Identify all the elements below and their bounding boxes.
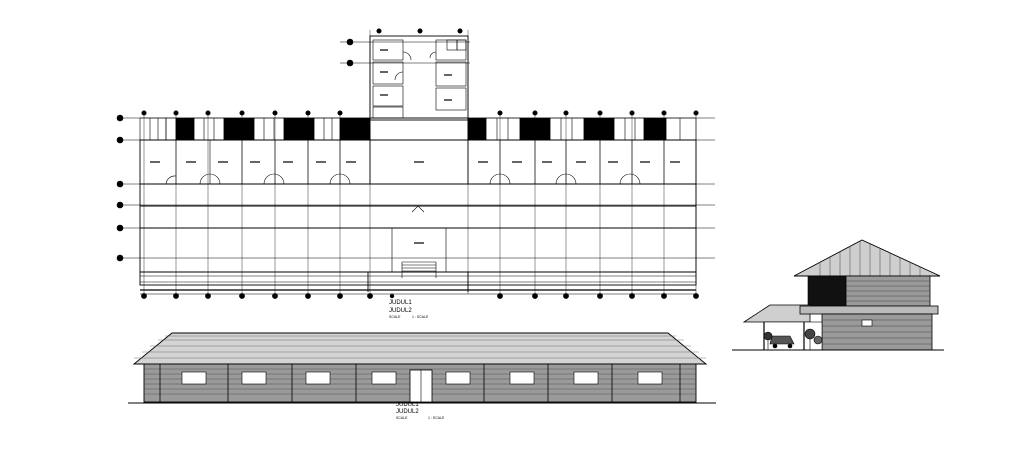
grid-bubbles-left xyxy=(116,38,354,262)
front-columns xyxy=(159,364,681,402)
entrance-stairs xyxy=(391,227,447,278)
room-label-dashes xyxy=(150,49,680,244)
plan-title-block: JUDUL1 JUDUL2 SCALE 1 : SCALE xyxy=(389,293,429,319)
plan-scale-value: 1 : SCALE xyxy=(412,315,429,319)
elevation-title-block: JUDUL1 JUDUL2 SCALE 1 : SCALE xyxy=(396,402,445,420)
plan-title-marker xyxy=(389,293,395,299)
grid-bubbles-bottom xyxy=(141,293,699,299)
elevation-title-1: JUDUL1 xyxy=(396,402,419,408)
plan-outline xyxy=(139,35,697,292)
front-roof xyxy=(132,332,708,365)
plan-title-2: JUDUL2 xyxy=(389,308,412,314)
bottom-dimension-line xyxy=(140,275,696,295)
upper-roof-hatch xyxy=(819,241,921,276)
roof-hatch xyxy=(134,335,706,359)
plan-horizontal-grid-lines xyxy=(120,41,715,259)
grid-bubbles-top xyxy=(141,28,699,116)
elevation-scale-value: 1 : SCALE xyxy=(428,416,445,420)
plan-title-1: JUDUL1 xyxy=(389,300,412,306)
elevation-title-2: JUDUL2 xyxy=(396,409,419,415)
left-bathroom-row xyxy=(139,117,371,141)
door-swings xyxy=(165,173,641,213)
side-elevation-trees xyxy=(763,328,823,350)
front-elevation xyxy=(128,332,716,404)
upper-block-rooms xyxy=(372,39,467,119)
front-windows xyxy=(181,371,663,385)
side-window xyxy=(861,319,873,327)
side-elevation xyxy=(732,239,944,351)
upper-roof xyxy=(793,239,941,277)
floor-plan xyxy=(116,28,715,299)
mid-roof-band xyxy=(799,305,939,315)
right-bathroom-row xyxy=(467,117,697,141)
elevation-scale-label: SCALE xyxy=(396,416,408,420)
plan-scale-label: SCALE xyxy=(389,315,401,319)
plan-vertical-grid-lines xyxy=(143,30,697,294)
